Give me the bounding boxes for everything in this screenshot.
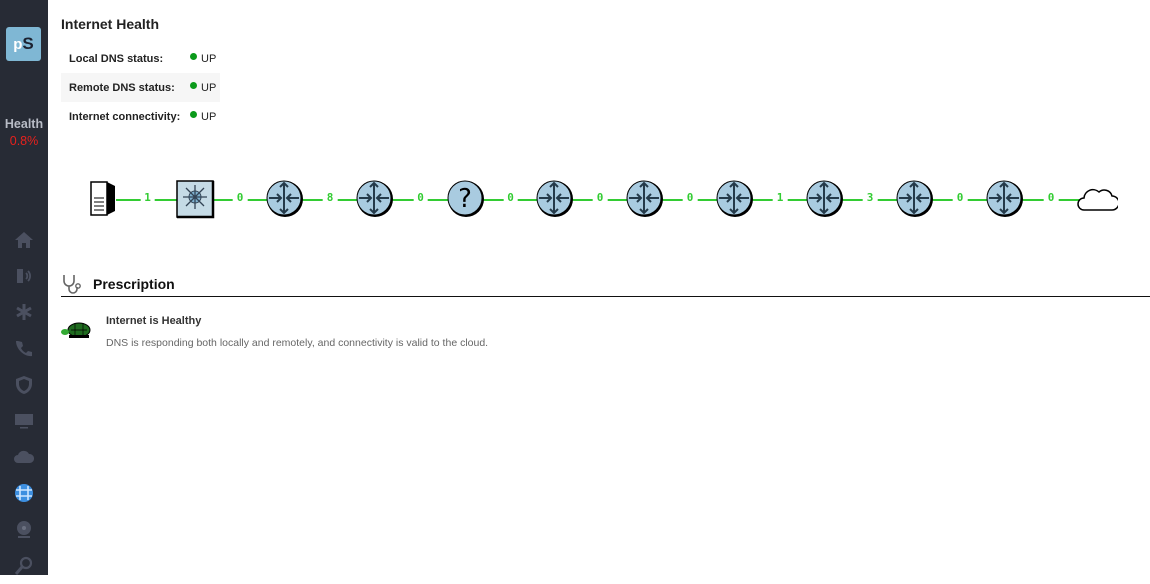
router-icon[interactable] — [354, 178, 396, 220]
network-path: ? 1 0 8 0 0 0 0 1 3 0 0 — [61, 175, 1150, 225]
sidebar-item-phone[interactable] — [0, 331, 48, 367]
stethoscope-icon — [63, 275, 81, 294]
router-icon[interactable] — [804, 178, 846, 220]
hop-latency-label: 0 — [682, 191, 698, 204]
status-row-connectivity: Internet connectivity: UP — [61, 102, 220, 131]
status-value: UP — [201, 110, 217, 123]
hop-latency-label: 3 — [862, 191, 878, 204]
unknown-hop-icon[interactable]: ? — [445, 178, 487, 220]
hop-latency-label: 8 — [322, 191, 338, 204]
router-icon[interactable] — [894, 178, 936, 220]
globe-icon — [15, 484, 33, 503]
sidebar-nav — [0, 222, 48, 584]
app-logo[interactable]: pS — [6, 27, 41, 61]
health-label: Health — [4, 117, 44, 131]
hop-latency-label: 1 — [772, 191, 788, 204]
sidebar-item-home[interactable] — [0, 222, 48, 258]
prescription-description: DNS is responding both locally and remot… — [106, 337, 489, 349]
phone-icon — [16, 340, 32, 356]
shield-icon — [16, 375, 32, 394]
switch-icon[interactable] — [174, 178, 216, 220]
sidebar-item-cloud[interactable] — [0, 439, 48, 475]
cloud-icon — [14, 451, 34, 464]
router-icon[interactable] — [264, 178, 306, 220]
prescription-heading: Prescription — [93, 276, 175, 292]
logo-p: p — [13, 36, 23, 53]
status-row-remote-dns: Remote DNS status: UP — [61, 73, 220, 102]
sidebar-item-search[interactable] — [0, 548, 48, 584]
voice-icon — [17, 269, 31, 284]
router-icon[interactable] — [714, 178, 756, 220]
hop-latency-label: 0 — [232, 191, 248, 204]
status-label: Local DNS status: — [69, 52, 164, 65]
router-icon[interactable] — [624, 178, 666, 220]
path-line — [116, 199, 1111, 201]
cloud-node-icon[interactable] — [1076, 178, 1118, 220]
status-up-dot — [190, 111, 197, 118]
hop-latency-label: 1 — [140, 191, 155, 204]
sidebar-item-webcam[interactable] — [0, 512, 48, 548]
status-table: Local DNS status: UP Remote DNS status: UP… — [61, 44, 220, 131]
status-up-dot — [190, 53, 197, 60]
prescription-section: Prescription Internet is Healthy DNS is … — [61, 272, 1150, 349]
search-icon — [14, 556, 33, 575]
logo-s: S — [22, 34, 34, 53]
svg-text:?: ? — [458, 184, 472, 214]
prescription-header: Prescription — [61, 272, 1150, 297]
hop-latency-label: 0 — [952, 191, 968, 204]
prescription-title: Internet is Healthy — [106, 315, 202, 327]
status-up-dot — [190, 82, 197, 89]
hop-latency-label: 0 — [1043, 191, 1059, 204]
sidebar-item-shield[interactable] — [0, 367, 48, 403]
router-icon[interactable] — [534, 178, 576, 220]
home-icon — [15, 232, 33, 249]
status-value: UP — [201, 81, 217, 94]
hop-latency-label: 0 — [592, 191, 608, 204]
status-label: Internet connectivity: — [69, 110, 181, 123]
asterisk-icon — [16, 304, 32, 321]
server-icon[interactable] — [79, 178, 121, 220]
page-title: Internet Health — [61, 16, 160, 32]
sidebar-item-monitor[interactable] — [0, 403, 48, 439]
hop-latency-label: 0 — [503, 191, 518, 204]
turtle-icon — [61, 322, 91, 338]
status-value: UP — [201, 52, 217, 65]
hop-latency-label: 0 — [413, 191, 428, 204]
router-icon[interactable] — [984, 178, 1026, 220]
sidebar-item-asterisk[interactable] — [0, 294, 48, 330]
status-label: Remote DNS status: — [69, 81, 175, 94]
monitor-icon — [15, 414, 33, 429]
health-value: 0.8% — [9, 134, 39, 148]
sidebar: pS Health 0.8% — [0, 0, 48, 575]
sidebar-item-globe[interactable] — [0, 475, 48, 511]
status-row-local-dns: Local DNS status: UP — [61, 44, 220, 73]
sidebar-item-voice[interactable] — [0, 258, 48, 294]
webcam-icon — [17, 520, 31, 538]
